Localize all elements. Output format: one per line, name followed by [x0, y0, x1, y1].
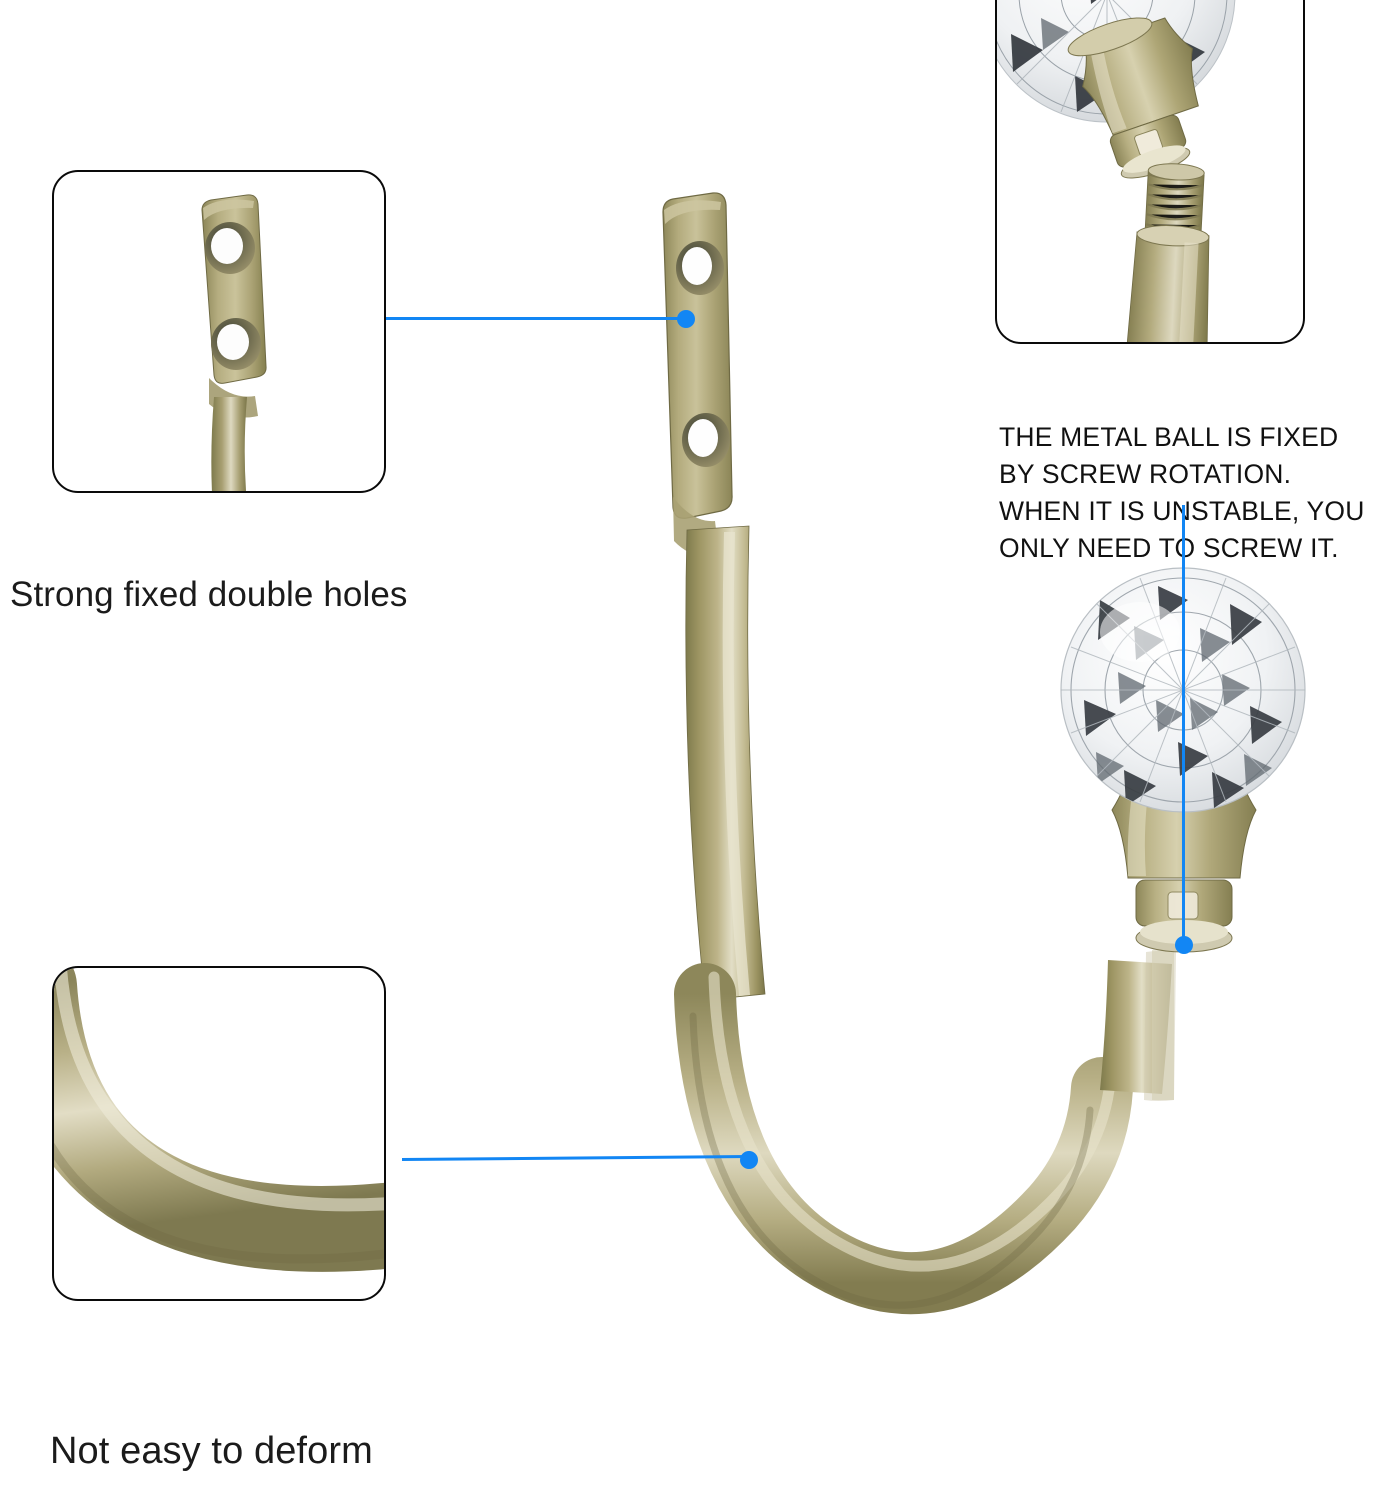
- inset-rod-bend-art: [54, 968, 384, 1272]
- leader-dot-double-holes: [677, 310, 695, 328]
- leader-dot-screw-rotation: [1175, 936, 1193, 954]
- note-screw-rotation: THE METAL BALL IS FIXED BY SCREW ROTATIO…: [999, 421, 1365, 563]
- leader-line-double-holes: [386, 317, 686, 320]
- inset-screw-assembly: [995, 0, 1305, 344]
- caption-not-deform: Not easy to deform: [50, 1430, 373, 1472]
- inset-double-holes: [52, 170, 386, 493]
- inset-screw-assembly-art: [997, 0, 1236, 342]
- caption-double-holes: Strong fixed double holes: [10, 575, 408, 614]
- leader-line-screw-rotation: [1182, 505, 1185, 947]
- leader-dot-rod-bend: [740, 1151, 758, 1169]
- inset-rod-bend: [52, 966, 386, 1301]
- inset-double-holes-art: [201, 194, 267, 491]
